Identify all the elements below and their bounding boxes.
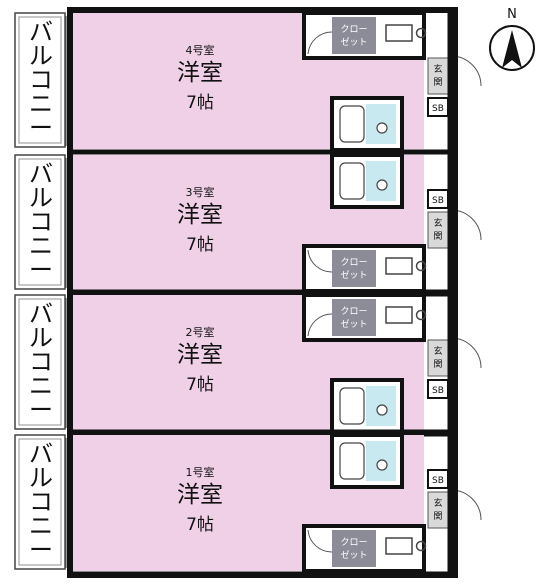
bathtub [339,442,365,480]
appliance [385,306,413,324]
sb-label: SB [432,104,444,114]
room-number: 4号室 [186,43,215,57]
entrance [427,491,449,529]
closet-label: クロー [340,257,367,268]
sink-icon [415,260,427,272]
entrance-label: 関 [433,231,442,242]
balcony-label: バルコニー [29,18,53,142]
entrance-label: 玄 [433,497,442,509]
balcony-panel [14,154,66,290]
door-swing [307,31,333,55]
balcony: バルコニー [14,12,71,148]
balcony-inner-panel [18,16,62,144]
door-swing [307,249,333,273]
closet-label: ゼット [340,269,367,281]
appliance [385,537,413,555]
room-size: 7帖 [186,375,214,395]
room-type: 洋室 [177,342,223,368]
bathtub [339,105,365,143]
balcony-inner-panel [18,298,62,426]
balcony-inner-panel [18,438,62,566]
room-number: 3号室 [186,185,215,199]
closet-label: ゼット [340,318,367,330]
sink-icon [415,27,427,39]
bathtub [339,387,365,425]
balcony-panel [14,12,66,148]
sb-label: SB [432,196,444,206]
closet [332,299,376,336]
outer-wall [67,7,458,578]
entrance-label: 玄 [433,63,442,75]
toilet-icon [376,459,388,471]
room-number: 2号室 [186,325,215,339]
balcony-panel [14,294,66,430]
balcony-inner-panel [18,158,62,286]
entrance-label: 玄 [433,217,442,229]
toilet-icon [376,122,388,134]
appliance [385,257,413,275]
balcony: バルコニー [14,294,71,430]
sb-label: SB [432,476,444,486]
north-arrow-icon [502,30,522,68]
balcony-panel [14,434,66,570]
closet-label: ゼット [340,549,367,561]
sink-icon [415,540,427,552]
room-size: 7帖 [186,235,214,255]
entrance [427,57,449,95]
door-swing [307,313,333,337]
toilet-icon [376,179,388,191]
room-number: 1号室 [186,465,215,479]
room-size: 7帖 [186,515,214,535]
closet-label: ゼット [340,36,367,48]
appliance [385,24,413,42]
closet-label: クロー [340,537,367,548]
room-type: 洋室 [177,482,223,508]
entrance-label: 玄 [433,345,442,357]
balcony: バルコニー [14,154,71,290]
sb-label: SB [432,386,444,396]
entrance [427,211,449,249]
balcony-label: バルコニー [29,440,53,564]
compass: N [489,7,535,71]
entrance-label: 関 [433,77,442,88]
entrance-label: 関 [433,359,442,370]
toilet-icon [376,404,388,416]
entrance-label: 関 [433,511,442,522]
closet-label: クロー [340,306,367,317]
room-size: 7帖 [186,93,214,113]
door-swing [307,529,333,553]
room-type: 洋室 [177,60,223,86]
room-type: 洋室 [177,202,223,228]
balcony-label: バルコニー [29,300,53,424]
closet [332,250,376,287]
closet [332,17,376,54]
bathtub [339,162,365,200]
closet-label: クロー [340,24,367,35]
compass-label: N [507,7,517,22]
closet [332,530,376,567]
balcony-label: バルコニー [29,160,53,284]
balcony: バルコニー [14,434,71,570]
sink-icon [415,309,427,321]
entrance [427,339,449,377]
